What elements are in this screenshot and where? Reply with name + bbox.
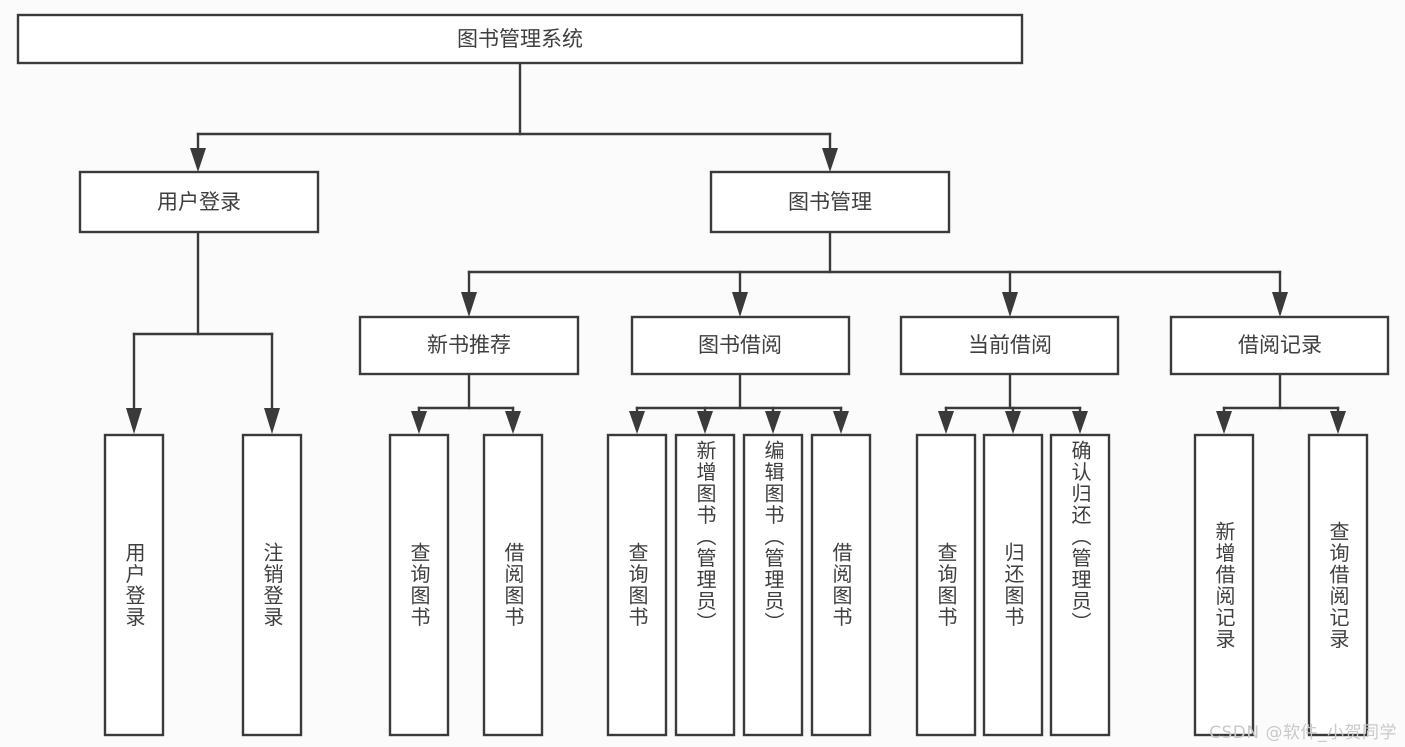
node-new-book-recommend-label: 新书推荐 [427, 333, 511, 357]
node-leaf-user-login[interactable] [103, 433, 165, 737]
node-book-manage-label: 图书管理 [788, 190, 872, 214]
node-root-label: 图书管理系统 [457, 27, 583, 51]
node-current-borrow[interactable]: 当前借阅 [899, 315, 1120, 376]
watermark-text: CSDN @软件_小贺同学 [1209, 723, 1397, 743]
connector-bookmanage-to-level2 [461, 231, 1288, 317]
node-borrow-record-label: 借阅记录 [1238, 333, 1322, 357]
node-borrow-record[interactable]: 借阅记录 [1169, 315, 1390, 376]
node-leaf-confirm-return[interactable] [1049, 433, 1111, 737]
connector-root-to-level1 [190, 62, 838, 172]
node-leaf-logout-login[interactable] [241, 433, 303, 737]
node-book-borrow-label: 图书借阅 [698, 333, 782, 357]
connector-newbook-to-leaves [411, 373, 521, 434]
node-book-manage[interactable]: 图书管理 [709, 170, 951, 234]
node-new-book-recommend[interactable]: 新书推荐 [358, 315, 580, 376]
connector-bookborrow-to-leaves [629, 373, 849, 434]
node-user-login-label: 用户登录 [157, 190, 241, 214]
node-leaf-edit-book[interactable] [742, 433, 804, 737]
node-leaf-return-book[interactable] [982, 433, 1044, 737]
node-user-login[interactable]: 用户登录 [78, 170, 320, 234]
node-leaf-query-book-3[interactable] [915, 433, 977, 737]
node-current-borrow-label: 当前借阅 [968, 333, 1052, 357]
connector-currentborrow-to-leaves [938, 373, 1088, 434]
connector-borrowrecord-to-leaves [1216, 373, 1346, 434]
node-root[interactable]: 图书管理系统 [16, 13, 1024, 65]
node-leaf-query-book-1[interactable] [388, 433, 450, 737]
node-leaf-query-book-2[interactable] [606, 433, 668, 737]
node-leaf-add-record[interactable] [1193, 433, 1255, 737]
connector-userlogin-to-leaves [126, 231, 280, 434]
node-leaf-borrow-book-1[interactable] [482, 433, 544, 737]
node-leaf-borrow-book-2[interactable] [810, 433, 872, 737]
node-leaf-add-book[interactable] [674, 433, 736, 737]
node-book-borrow[interactable]: 图书借阅 [630, 315, 851, 376]
node-leaf-query-record[interactable] [1307, 433, 1369, 737]
